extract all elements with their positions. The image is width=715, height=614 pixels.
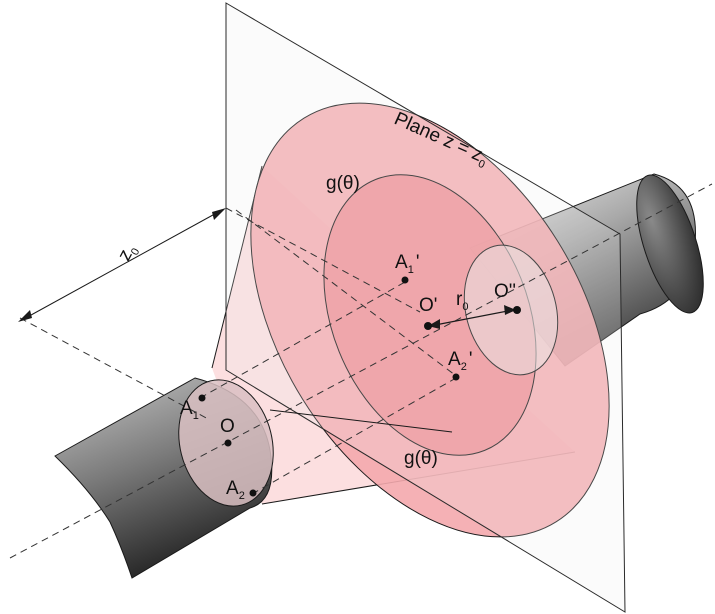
right-cylinder-end-cap: [636, 174, 704, 314]
point-O-double-prime: [513, 306, 521, 314]
label-r0: r0: [456, 289, 468, 313]
point-A2: [249, 489, 257, 497]
label-A2-prime: A2': [448, 349, 472, 373]
label-O-double-prime: O'': [494, 281, 516, 302]
point-O: [224, 439, 232, 447]
dashed-axis: [9, 183, 713, 559]
point-O-prime: [424, 322, 432, 330]
label-g-theta-upper: g(θ): [326, 173, 360, 194]
label-O: O: [220, 416, 235, 437]
label-A2: A2: [226, 478, 245, 502]
label-O-prime: O': [419, 295, 437, 316]
dashed-A2-line: [251, 377, 457, 495]
point-A2-prime: [452, 373, 460, 381]
label-A1: A1: [180, 398, 199, 422]
dashed-z0-top: [225, 207, 421, 313]
dashed-lines: [9, 183, 713, 559]
plane-z-z0: [225, 2, 626, 613]
dashed-A1-line: [199, 281, 406, 399]
r0-arrow: [428, 305, 516, 329]
z0-dimension: [18, 208, 226, 322]
point-A1-prime: [401, 276, 409, 284]
label-z0: z0: [114, 241, 143, 266]
left-cylinder: [54, 377, 274, 579]
label-A1-prime: A1': [395, 252, 419, 276]
chord-A1-to-ellipse: [269, 409, 453, 433]
dashed-inner-upper: [235, 209, 456, 376]
point-A1: [198, 394, 206, 402]
label-g-theta-lower: g(θ): [404, 448, 438, 469]
